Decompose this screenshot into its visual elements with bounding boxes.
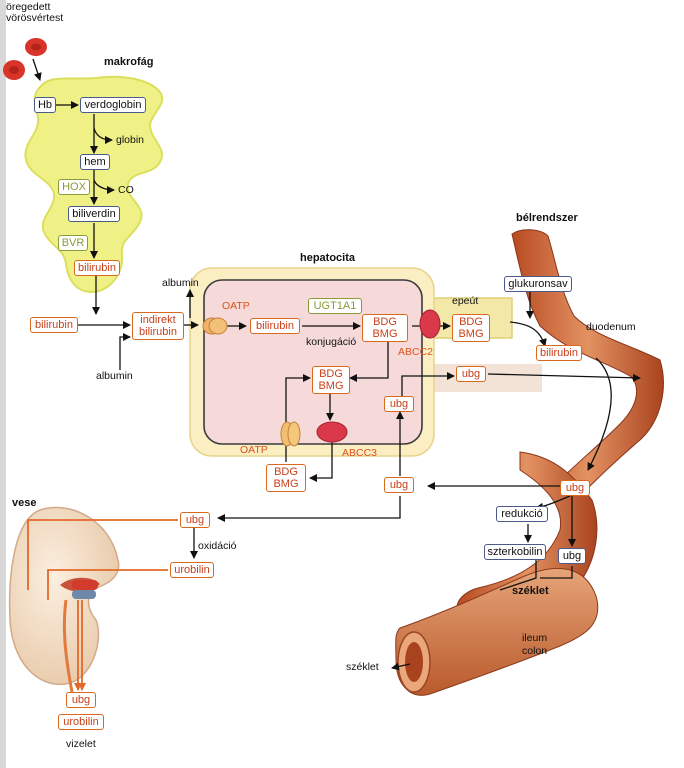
co-label: CO bbox=[118, 184, 134, 196]
bdg-bmg-blood-box: BDG BMG bbox=[266, 464, 306, 492]
verdoglobin-box: verdoglobin bbox=[80, 97, 146, 113]
kidney-title: vese bbox=[12, 497, 37, 509]
stercobilin-box: szterkobilin bbox=[484, 544, 546, 560]
bile-duct-label: epeút bbox=[452, 295, 479, 307]
globin-label: globin bbox=[116, 134, 145, 146]
renal-vein bbox=[72, 590, 96, 599]
ubg-urine-box: ubg bbox=[66, 692, 96, 708]
colon-label: colon bbox=[522, 645, 548, 657]
biliverdin-box: biliverdin bbox=[68, 206, 120, 222]
ugt1a1-box: UGT1A1 bbox=[308, 298, 362, 314]
bilirubin-intestine-box: bilirubin bbox=[536, 345, 582, 361]
bilirubin-macrophage-box: bilirubin bbox=[74, 260, 120, 276]
portal-band bbox=[432, 364, 542, 392]
ubg-intestine-box: ubg bbox=[560, 480, 590, 496]
brace-feces-left bbox=[499, 560, 537, 591]
bdg-bmg-hepatocyte-box: BDG BMG bbox=[362, 314, 408, 342]
orange-line-urobilin bbox=[47, 569, 168, 600]
ubg-bile-box: ubg bbox=[456, 366, 486, 382]
arrow-feces-out bbox=[391, 662, 411, 671]
oatp-top-transporter bbox=[202, 317, 228, 335]
albumin-bottom-label: albumin bbox=[96, 370, 133, 382]
conjugation-label: konjugáció bbox=[306, 336, 357, 348]
ureter bbox=[62, 599, 74, 693]
renal-artery bbox=[72, 580, 98, 590]
kidney bbox=[8, 506, 120, 686]
ubg-colon-box: ubg bbox=[558, 548, 586, 564]
arrow-ubg-to-gut bbox=[487, 373, 641, 382]
glucuronic-acid-box: glukuronsav bbox=[504, 276, 572, 292]
abcc2-label: ABCC2 bbox=[398, 346, 434, 358]
oatp-top-label: OATP bbox=[222, 300, 250, 312]
page-edge bbox=[0, 0, 6, 768]
reduction-box: redukció bbox=[496, 506, 548, 522]
hem-box: hem bbox=[80, 154, 110, 170]
red-blood-cells bbox=[3, 38, 47, 80]
urobilin-urine-box: urobilin bbox=[58, 714, 104, 730]
colon-lumen bbox=[405, 642, 423, 682]
albumin-top-label: albumin bbox=[162, 277, 199, 289]
arrow-globin bbox=[93, 127, 113, 144]
bilirubin-hepatocyte-box: bilirubin bbox=[250, 318, 300, 334]
ileum-label: ileum bbox=[522, 632, 548, 644]
ubg-portal-box: ubg bbox=[384, 477, 414, 493]
arrow-bdg-to-mid bbox=[349, 342, 389, 382]
abcc3-transporter bbox=[316, 421, 348, 443]
oatp-bottom-transporter bbox=[280, 421, 301, 447]
hepatocyte-title: hepatocita bbox=[300, 252, 356, 264]
oxidation-label: oxidáció bbox=[198, 540, 237, 552]
macrophage-title: makrofág bbox=[104, 56, 154, 68]
duodenum-label: duodenum bbox=[586, 321, 636, 333]
ubg-hepatocyte-box: ubg bbox=[384, 396, 414, 412]
abcc2-transporter bbox=[419, 309, 441, 339]
orange-line-ubg bbox=[27, 519, 178, 590]
arrow-rbc-hb bbox=[32, 58, 42, 81]
arrow-bile-to-gut bbox=[509, 321, 547, 347]
arrow-co bbox=[93, 179, 115, 194]
bdg-bmg-bile-box: BDG BMG bbox=[452, 314, 490, 342]
arrow-ubg-to-bile bbox=[401, 372, 455, 396]
hox-box: HOX bbox=[58, 179, 90, 195]
abcc3-label: ABCC3 bbox=[342, 447, 378, 459]
urobilin-kidney-box: urobilin bbox=[170, 562, 214, 578]
intestine-title: bélrendszer bbox=[516, 212, 578, 224]
oatp-bottom-label: OATP bbox=[240, 444, 268, 456]
arrow-gut-down bbox=[587, 357, 612, 471]
feces-label: széklet bbox=[512, 585, 549, 597]
brace-feces-right bbox=[540, 566, 573, 579]
arrow-albumin-bind bbox=[119, 333, 131, 370]
bilirubin-plasma-box: bilirubin bbox=[30, 317, 78, 333]
feces-out-label: széklet bbox=[346, 661, 379, 673]
bvr-box: BVR bbox=[58, 235, 88, 251]
rbc-label: öregedett vörösvértest bbox=[6, 1, 64, 24]
bdg-bmg-cytosol-box: BDG BMG bbox=[312, 366, 350, 394]
arrow-portal-kidney bbox=[217, 496, 401, 522]
arrow-abcc3-out bbox=[309, 440, 333, 482]
urine-label: vizelet bbox=[66, 738, 96, 750]
ubg-kidney-box: ubg bbox=[180, 512, 210, 528]
hb-box: Hb bbox=[34, 97, 56, 113]
indirect-bilirubin-box: indirekt bilirubin bbox=[132, 312, 184, 340]
